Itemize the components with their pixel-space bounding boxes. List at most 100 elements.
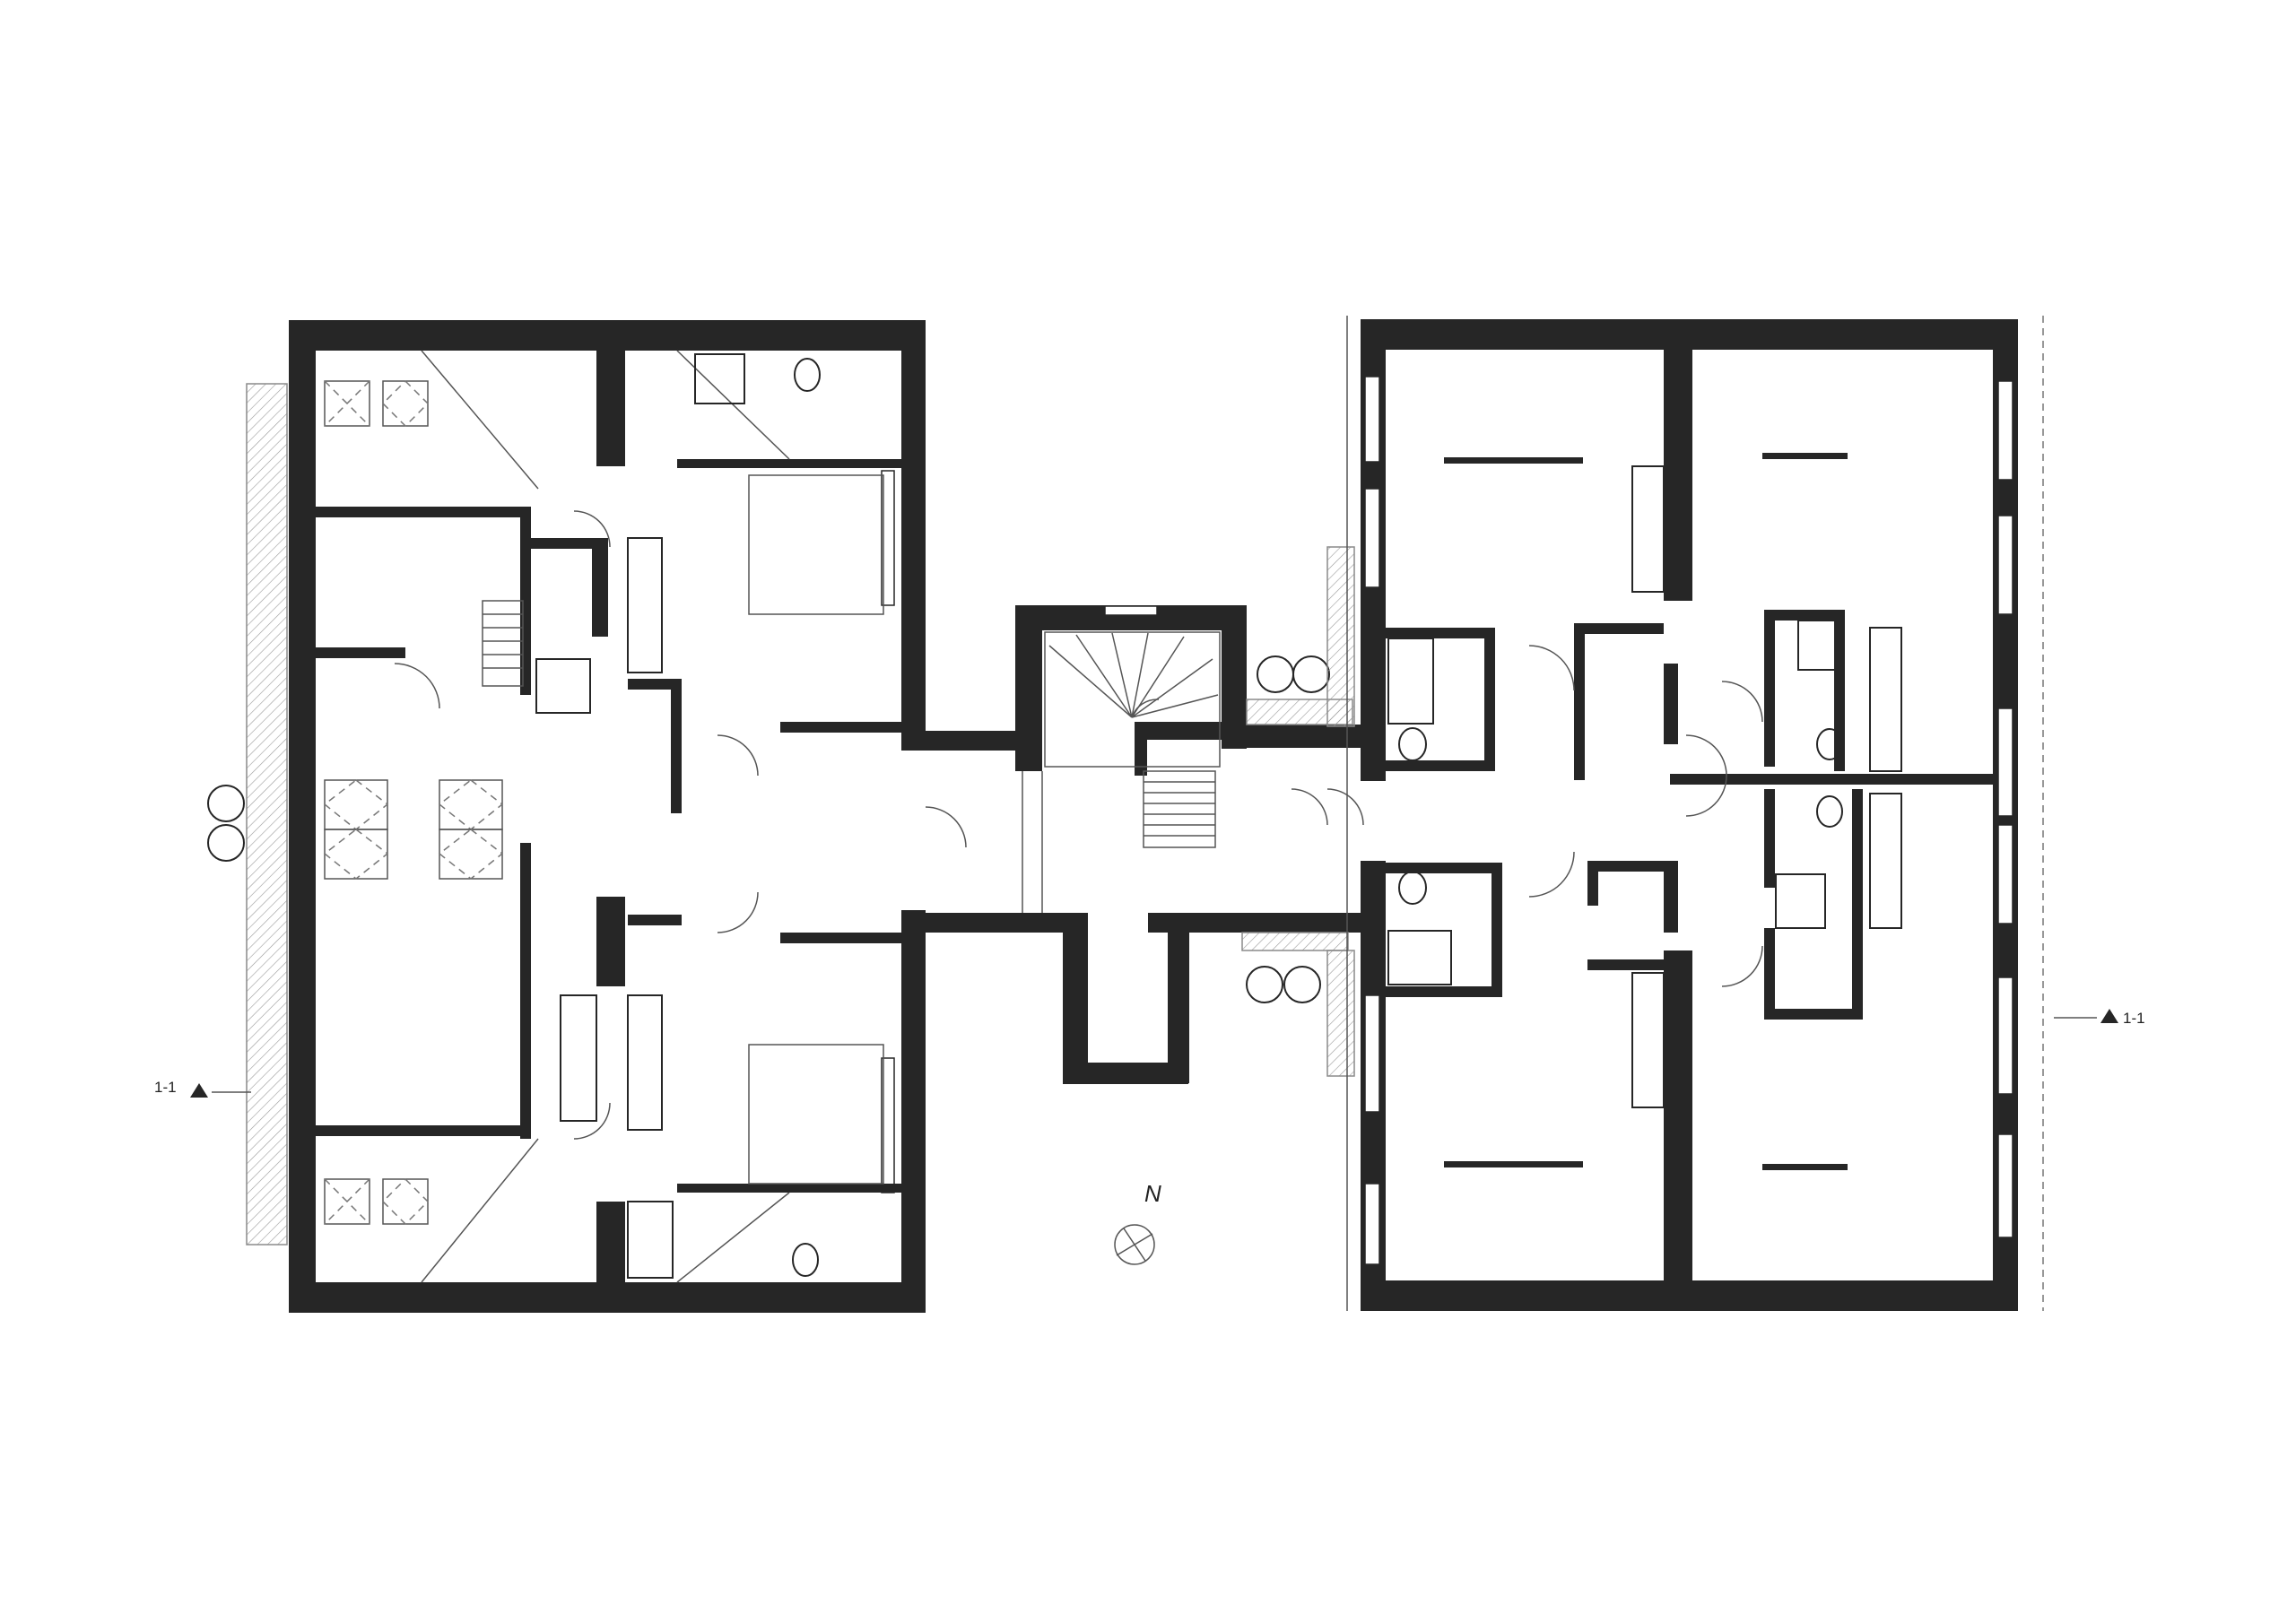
shower-tray [627,1201,674,1279]
core-wall [1168,913,1189,1083]
section-marker-right: 1-1 [2054,1009,2145,1027]
partition-bar [1444,457,1583,464]
interior-wall [780,722,906,733]
section-marker-left: 1-1 [154,1079,251,1098]
bed-fixture [324,1177,430,1226]
interior-wall [531,538,603,549]
door-swing [717,734,759,777]
core-wall [1139,722,1247,740]
door-swing [1291,788,1328,826]
door-swing [1528,645,1575,691]
interior-wall [1386,863,1502,873]
interior-wall [780,933,906,943]
interior-wall [316,507,531,517]
shower-tray [1797,620,1839,671]
kitchen-counter [1631,972,1665,1108]
core-wall [1135,722,1147,776]
interior-wall [596,1202,625,1282]
interior-wall [1764,928,1775,1018]
interior-wall [1587,959,1668,970]
door-swing [573,510,611,548]
interior-wall [520,843,531,1139]
core-wall [926,731,1017,751]
terrace-chair [1246,966,1283,1003]
interior-wall [592,538,608,637]
balcony-chair [207,824,245,862]
shower-tray [1387,930,1452,985]
core-wall [1063,1063,1188,1084]
interior-wall [628,679,682,690]
interior-wall [1587,861,1598,906]
central-core [925,546,1364,1084]
shower-tray [694,353,745,404]
door-swing [717,891,759,933]
left-exterior-wall-west [289,320,316,1313]
door-swing [394,663,440,709]
left-building [207,320,926,1313]
toilet-fixture [792,1243,819,1277]
main-staircase [1044,631,1221,848]
door-swing [1721,681,1763,723]
interior-wall [316,647,405,658]
terrace-chair [1292,655,1330,693]
interior-wall [1764,610,1845,621]
interior-wall [1664,350,1692,601]
door-swing [1685,775,1727,817]
north-label: N [1144,1180,1161,1207]
section-triangle-icon [2100,1009,2118,1023]
interior-wall [1386,760,1493,771]
kitchen-counter [1869,627,1902,772]
stair-treads [483,613,523,669]
kitchen-counter [1869,793,1902,929]
door-swing [1685,734,1727,777]
double-bed [748,1044,884,1185]
interior-wall [1386,628,1493,638]
north-arrow: N [1114,1180,1161,1265]
interior-wall [1484,628,1495,771]
interior-wall [1764,717,1775,767]
interior-wall [1664,664,1678,744]
interior-wall [677,459,901,468]
right-building [1361,319,2018,1311]
interior-wall [316,1125,531,1136]
balcony-hatched [246,383,288,1245]
interior-wall [1574,623,1585,699]
interior-wall [1764,789,1775,888]
door-swing [1721,945,1763,987]
bed-fixture [324,379,430,428]
door-swing [573,1102,611,1140]
door-swing [1528,851,1575,898]
interior-wall [671,679,682,813]
terrace-chair [1257,655,1294,693]
core-wall [926,913,1069,933]
interior-wall [1492,863,1502,997]
bathtub [1387,638,1434,725]
roof-line [421,350,790,1283]
shower-tray [1775,873,1826,929]
window-east-upper [881,470,895,606]
interior-wall [1587,861,1668,872]
north-compass-icon [1114,1224,1155,1265]
interior-wall [1664,950,1692,1282]
section-label-left: 1-1 [154,1079,177,1096]
kitchen-counter [627,994,663,1131]
right-exterior-wall-north [1361,319,2013,350]
partition-bar [1762,453,1848,459]
core-wall [1015,605,1042,771]
door-swing [1326,788,1364,826]
bed-fixture [323,779,504,880]
toilet-fixture [1398,871,1427,905]
kitchen-counter [560,994,597,1122]
section-label-right: 1-1 [2123,1010,2145,1027]
kitchen-counter [627,537,663,673]
window-row-west [1364,376,1380,1265]
interior-wall [1764,1009,1863,1020]
stair-window [1104,605,1158,616]
terrace-chair [1283,966,1321,1003]
kitchen-counter [1631,465,1665,593]
interior-wall [1386,986,1502,997]
terrace-hatched [1241,932,1349,951]
right-exterior-wall-south [1361,1280,2013,1311]
toilet-fixture [1398,727,1427,761]
